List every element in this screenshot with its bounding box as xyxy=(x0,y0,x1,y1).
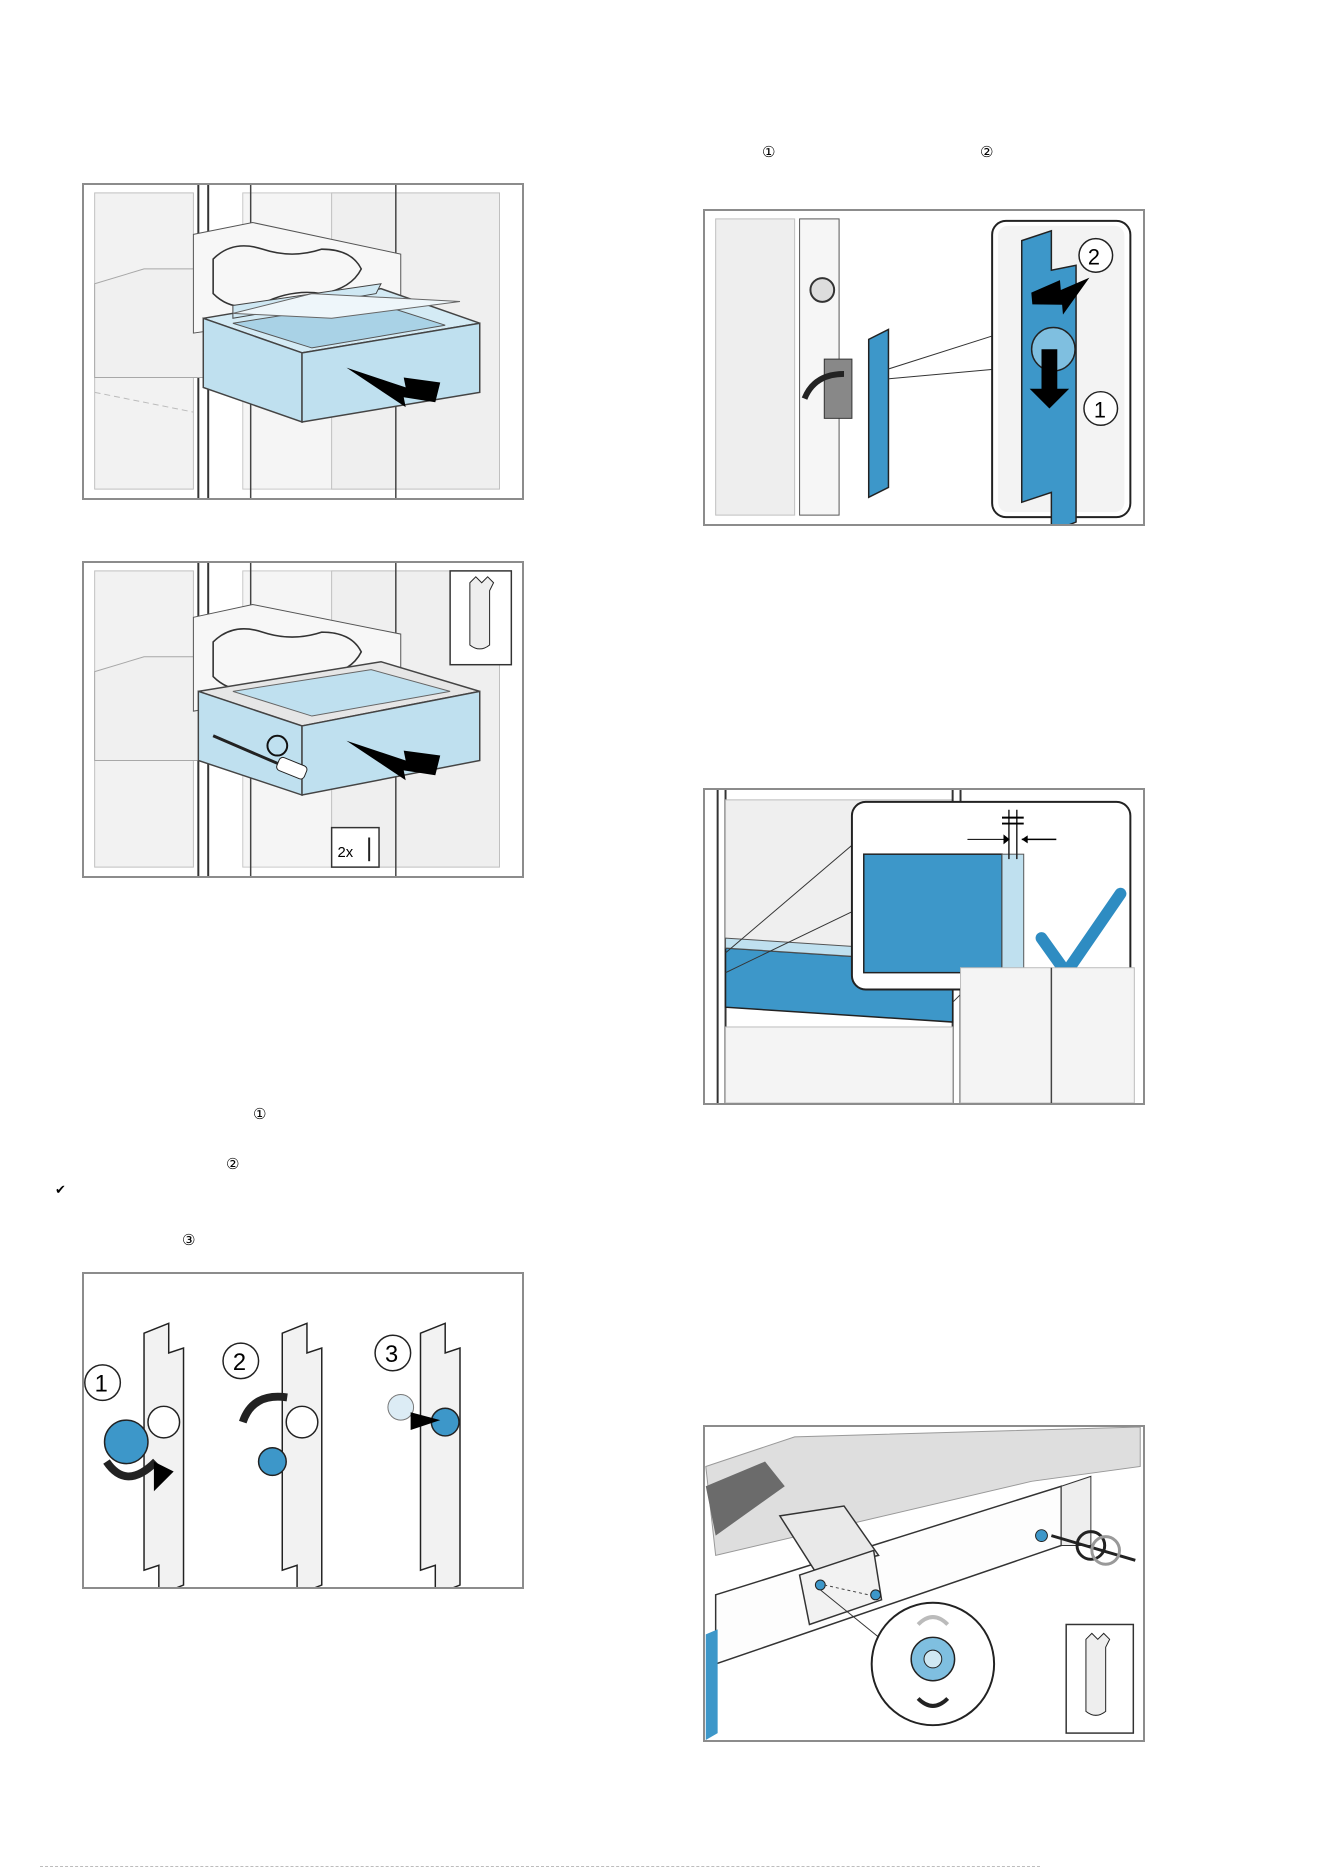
callout-2: 2 xyxy=(233,1350,246,1376)
callout-1: 1 xyxy=(95,1371,108,1397)
figure-drawer-pull-out xyxy=(82,183,524,500)
zoom-callout-2: 2 xyxy=(1088,244,1100,269)
screw-count-label: 2x xyxy=(338,845,354,861)
figure-drawer-screws: 2x xyxy=(82,561,524,878)
footer-rule xyxy=(40,1866,1040,1867)
step-marker-3: ③ xyxy=(182,1232,195,1248)
step-marker-2: ② xyxy=(226,1156,239,1172)
figure-screw-adjustment-steps: 1 2 3 xyxy=(82,1272,524,1589)
step-check-marker: ✔ xyxy=(55,1183,66,1199)
step-marker-right-2: ② xyxy=(980,144,993,160)
figure-clip-release: 2 1 xyxy=(703,209,1145,526)
step-marker-1: ① xyxy=(253,1106,266,1122)
figure-front-fixing-screw xyxy=(703,1425,1145,1742)
figure-gap-alignment-check xyxy=(703,788,1145,1105)
step-marker-right-1: ① xyxy=(762,144,775,160)
zoom-callout-1: 1 xyxy=(1094,397,1106,422)
callout-3: 3 xyxy=(385,1342,398,1368)
